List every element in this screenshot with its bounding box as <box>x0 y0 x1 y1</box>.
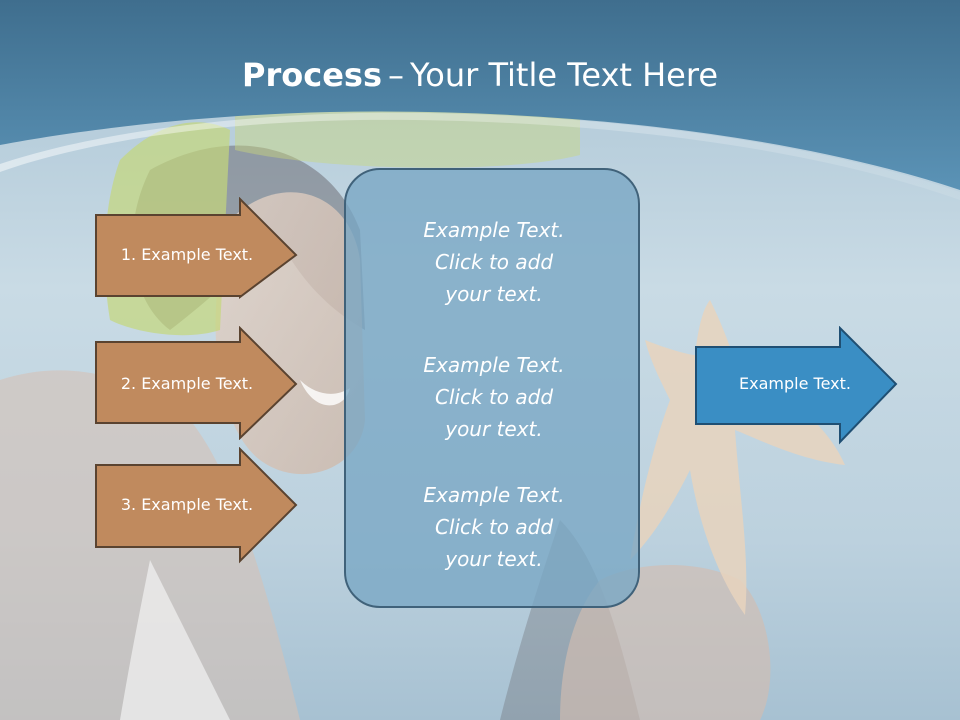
center-text-line: Click to add <box>434 515 554 539</box>
center-text-line: Example Text. <box>423 353 565 377</box>
starfish-shape <box>630 300 845 615</box>
output-label: Example Text. <box>739 374 851 393</box>
title-bold: Process <box>242 56 382 94</box>
center-text-block-2[interactable]: Example Text. Click to add your text. <box>346 349 642 445</box>
center-text-block-1[interactable]: Example Text. Click to add your text. <box>346 214 642 310</box>
mask-strap-shape <box>235 110 580 168</box>
smile-shape <box>300 380 350 406</box>
step-arrow-1 <box>95 197 298 299</box>
step-arrow-3-shape <box>95 447 298 564</box>
title-rest: Your Title Text Here <box>409 56 718 94</box>
center-text-block-3[interactable]: Example Text. Click to add your text. <box>346 479 642 575</box>
center-text-line: Example Text. <box>423 483 565 507</box>
center-text-line: Example Text. <box>423 218 565 242</box>
center-text-line: Click to add <box>434 385 554 409</box>
step-label-1: 1. Example Text. <box>120 245 254 264</box>
center-text-box[interactable]: Example Text. Click to add your text. Ex… <box>344 168 640 608</box>
center-text-line: your text. <box>445 547 543 571</box>
step-label-2: 2. Example Text. <box>120 374 254 393</box>
step-arrow-1-shape <box>95 197 298 299</box>
output-arrow <box>695 326 898 445</box>
header-band <box>0 0 960 200</box>
center-text-line: your text. <box>445 282 543 306</box>
center-text-line: Click to add <box>434 250 554 274</box>
swimsuit-strap-shape <box>120 560 230 720</box>
slide-title: Process–Your Title Text Here <box>0 52 960 98</box>
header-shape <box>0 0 960 190</box>
step-arrow-3 <box>95 447 298 564</box>
output-arrow-shape <box>695 326 898 445</box>
center-text-line: your text. <box>445 417 543 441</box>
step-arrow-2 <box>95 326 298 440</box>
title-dash: – <box>387 56 404 94</box>
step-label-3: 3. Example Text. <box>120 495 254 514</box>
step-arrow-2-shape <box>95 326 298 440</box>
